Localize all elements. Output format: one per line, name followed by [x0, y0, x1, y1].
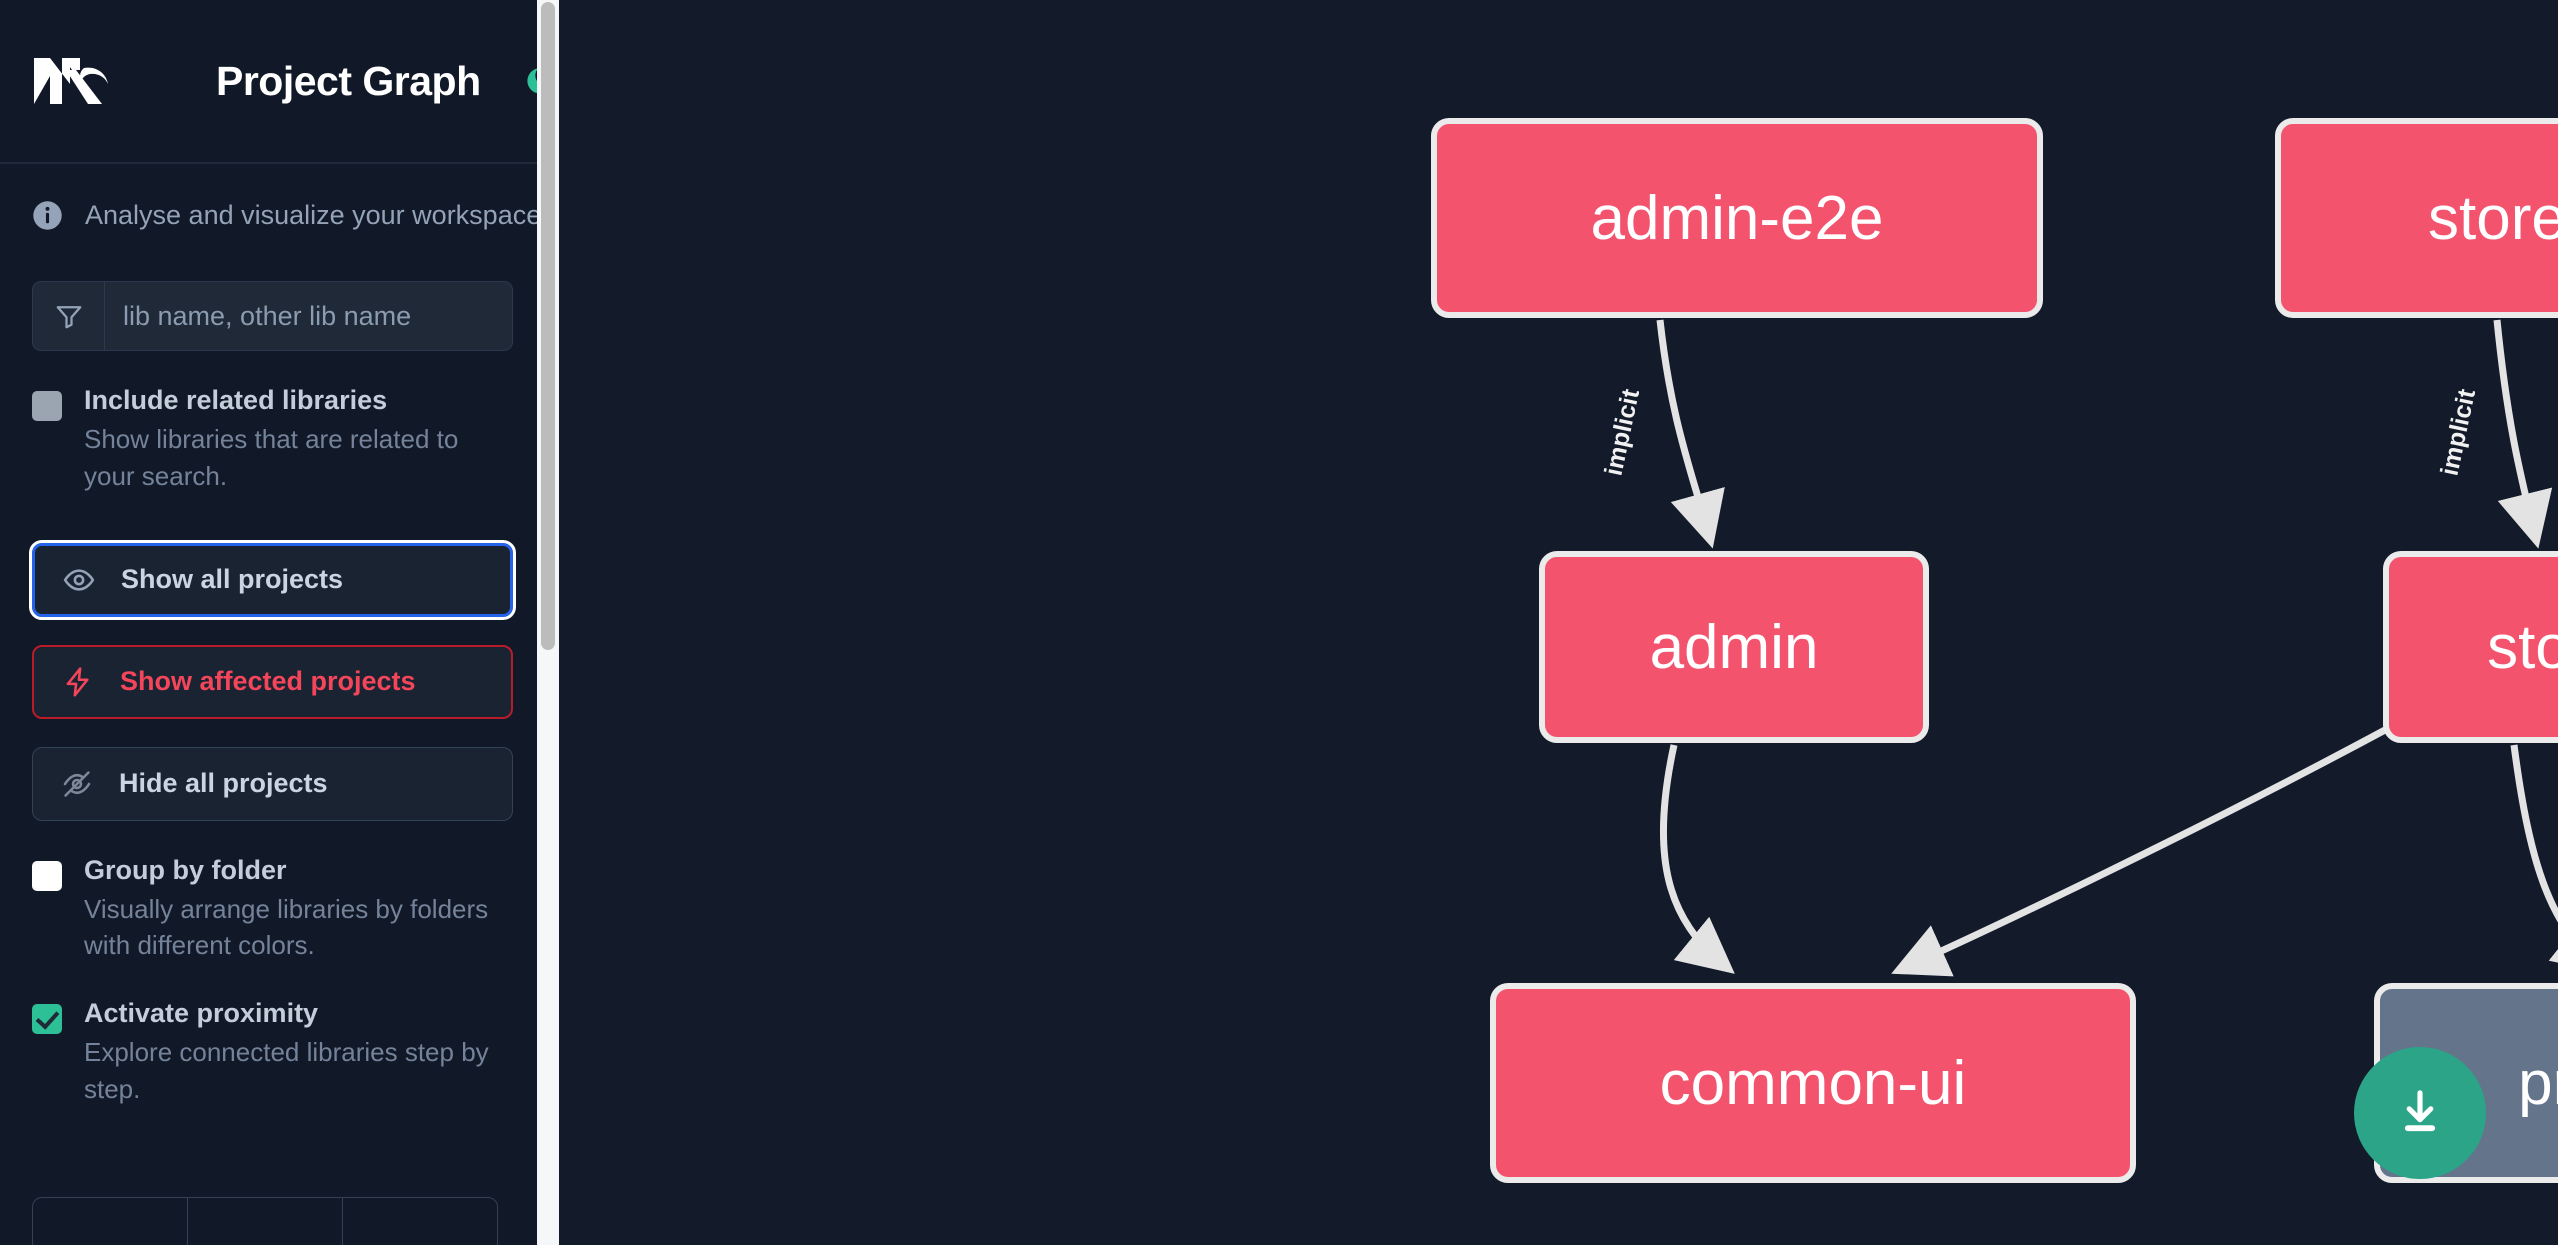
workspace-info-text: Analyse and visualize your workspace.	[85, 200, 549, 230]
show-affected-projects-label: Show affected projects	[120, 666, 416, 697]
group-by-folder-description: Visually arrange libraries by folders wi…	[84, 893, 489, 961]
graph-node-admin-e2e[interactable]: admin-e2e	[1431, 118, 2043, 318]
proximity-stepper-value	[188, 1198, 343, 1245]
group-by-folder-checkbox[interactable]	[32, 860, 62, 891]
sidebar-content: Project Graph Analyse and visualize yo	[0, 0, 553, 1245]
eye-icon	[63, 564, 95, 596]
hide-all-projects-button[interactable]: Hide all projects	[32, 746, 513, 821]
graph-node-store-label: store	[2487, 612, 2558, 682]
show-affected-projects-button[interactable]: Show affected projects	[32, 644, 513, 719]
include-related-libraries-description: Show libraries that are related to your …	[84, 423, 459, 491]
nx-logo	[32, 56, 128, 106]
eye-off-icon	[61, 768, 93, 800]
graph-node-store[interactable]: store	[2383, 551, 2558, 743]
show-all-projects-button[interactable]: Show all projects	[29, 539, 516, 620]
graph-node-store-e2e[interactable]: store-e2e	[2275, 118, 2558, 318]
info-icon	[32, 200, 63, 231]
activate-proximity-label: Activate proximity	[84, 998, 319, 1029]
download-graph-button[interactable]	[2354, 1047, 2486, 1179]
option-group-by-folder[interactable]: Group by folder Visually arrange librari…	[0, 855, 545, 965]
activate-proximity-description: Explore connected libraries step by step…	[84, 1037, 489, 1105]
graph-edges	[1656, 319, 2558, 977]
group-by-folder-label: Group by folder	[84, 854, 287, 885]
option-activate-proximity[interactable]: Activate proximity Explore connected lib…	[0, 998, 545, 1108]
graph-canvas[interactable]: admin-e2e store-e2e admin store common-u…	[559, 0, 2558, 1245]
edge-store-to-common-ui	[1891, 726, 2387, 977]
edge-store-e2e-to-store	[2493, 319, 2553, 549]
sidebar-scrollbar-thumb[interactable]	[541, 2, 555, 650]
download-icon	[2393, 1085, 2447, 1142]
lightning-icon	[62, 666, 94, 698]
sidebar-scrollbar-track[interactable]	[537, 0, 559, 1245]
graph-node-common-ui[interactable]: common-ui	[1490, 983, 2136, 1183]
graph-node-products-label: products	[2518, 1048, 2558, 1118]
graph-node-admin[interactable]: admin	[1539, 551, 1929, 743]
show-all-projects-label: Show all projects	[121, 564, 344, 595]
edge-store-to-products	[2510, 744, 2558, 974]
workspace-info: Analyse and visualize your workspace.	[0, 164, 549, 231]
action-button-group: Show all projects Show affected projects	[0, 539, 545, 821]
search-input[interactable]	[105, 282, 512, 350]
include-related-libraries-label: Include related libraries	[84, 385, 388, 415]
graph-node-common-ui-label: common-ui	[1659, 1048, 1967, 1118]
hide-all-projects-label: Hide all projects	[119, 768, 328, 799]
edge-admin-e2e-to-admin	[1656, 319, 1725, 549]
filter-icon	[33, 282, 105, 350]
page-title: Project Graph	[216, 57, 481, 104]
include-related-libraries-checkbox[interactable]	[32, 391, 62, 421]
activate-proximity-checkbox[interactable]	[32, 1004, 62, 1035]
graph-node-store-e2e-label: store-e2e	[2428, 183, 2558, 253]
sidebar: Project Graph Analyse and visualize yo	[0, 0, 559, 1245]
search-box[interactable]	[32, 281, 513, 351]
graph-node-admin-label: admin	[1649, 612, 1819, 682]
option-include-related-libraries[interactable]: Include related libraries Show libraries…	[0, 385, 545, 495]
proximity-stepper-increase[interactable]	[343, 1198, 497, 1245]
proximity-stepper-group[interactable]	[32, 1197, 498, 1245]
edge-admin-to-common-ui	[1659, 744, 1735, 974]
sidebar-header: Project Graph	[0, 0, 553, 164]
graph-node-admin-e2e-label: admin-e2e	[1590, 183, 1884, 253]
proximity-stepper-decrease[interactable]	[33, 1198, 188, 1245]
